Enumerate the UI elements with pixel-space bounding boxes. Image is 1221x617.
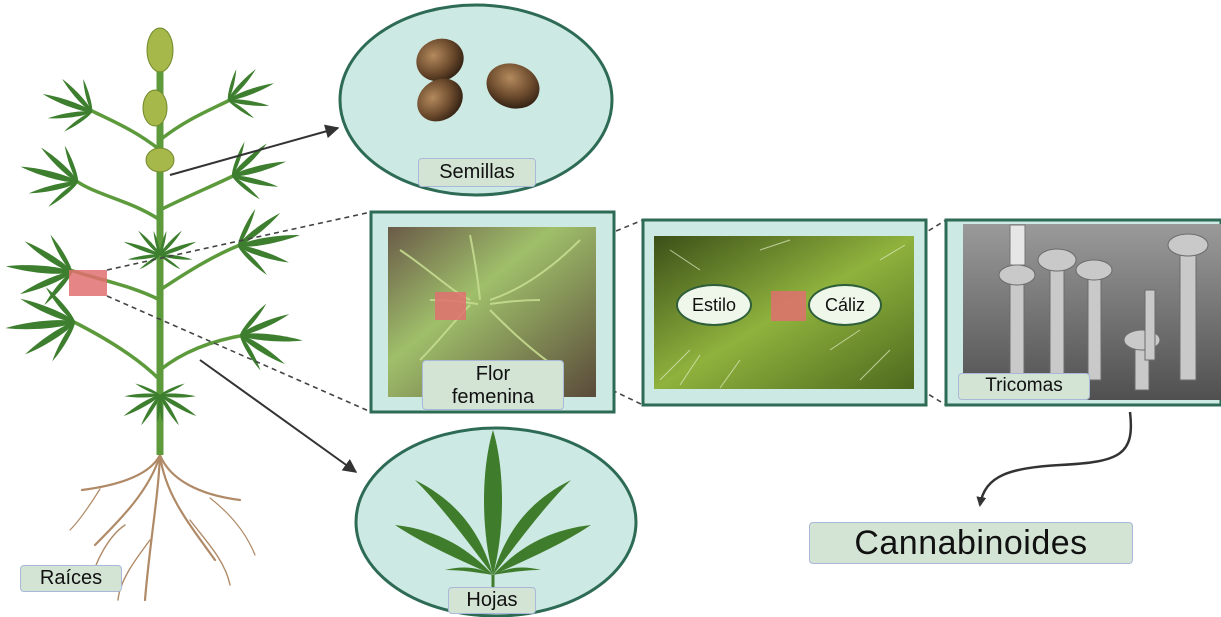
label-seeds: Semillas: [418, 158, 536, 187]
flower-highlight-marker: [435, 292, 466, 320]
calyx-highlight-marker: [771, 291, 806, 321]
cannabis-plant-illustration: [2, 28, 306, 600]
label-female-flower: Flor femenina: [422, 360, 564, 410]
arrow-to-leaves: [200, 360, 356, 472]
label-trichomes: Tricomas: [958, 373, 1090, 400]
label-cannabinoids: Cannabinoides: [809, 522, 1133, 564]
arrow-to-cannabinoids: [980, 412, 1131, 505]
label-roots: Raíces: [20, 565, 122, 592]
label-style: Estilo: [676, 284, 752, 326]
label-leaves: Hojas: [448, 587, 536, 614]
plant-highlight-marker: [69, 270, 107, 296]
label-calyx: Cáliz: [808, 284, 882, 326]
